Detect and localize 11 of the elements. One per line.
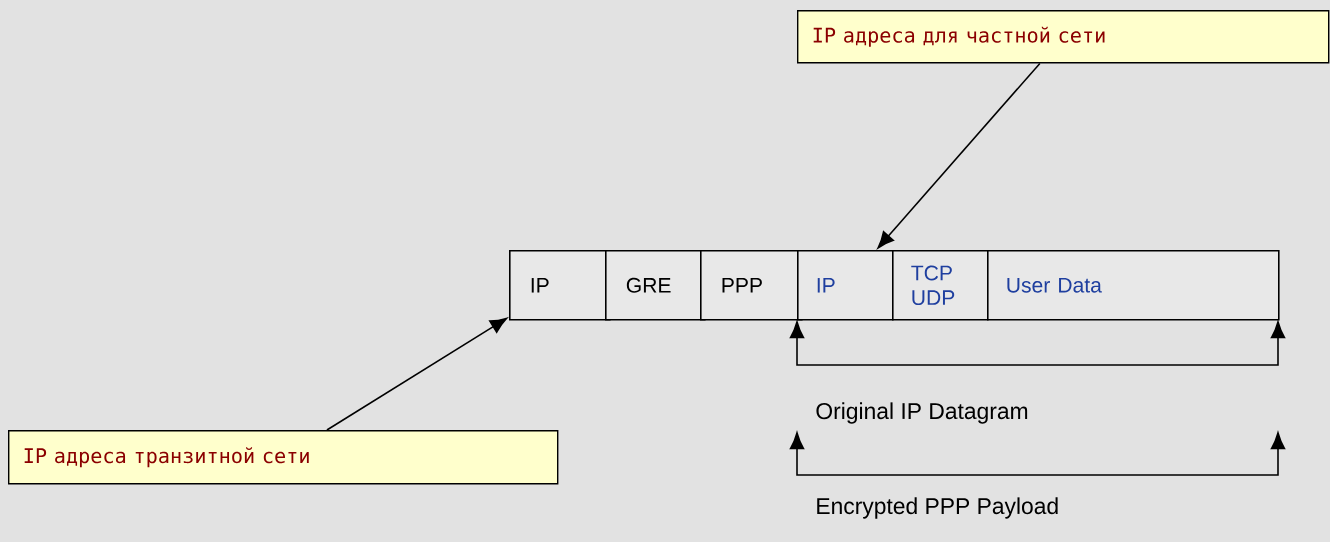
bracket-label: Original IP Datagram — [816, 402, 1028, 424]
callout-box: IP адреса для частной сети — [797, 10, 1330, 64]
callout-box: IP адреса транзитной сети — [8, 430, 559, 485]
leader-arrow — [877, 62, 1041, 249]
packet-field: GRE — [605, 250, 706, 321]
packet-field: PPP — [700, 250, 803, 321]
leader-arrow — [326, 317, 508, 431]
bracket-label: Encrypted PPP Payload — [817, 497, 1058, 519]
packet-field: IP — [509, 250, 611, 321]
packet-field: IP — [797, 250, 894, 321]
packet-field: TCP UDP — [892, 250, 989, 321]
